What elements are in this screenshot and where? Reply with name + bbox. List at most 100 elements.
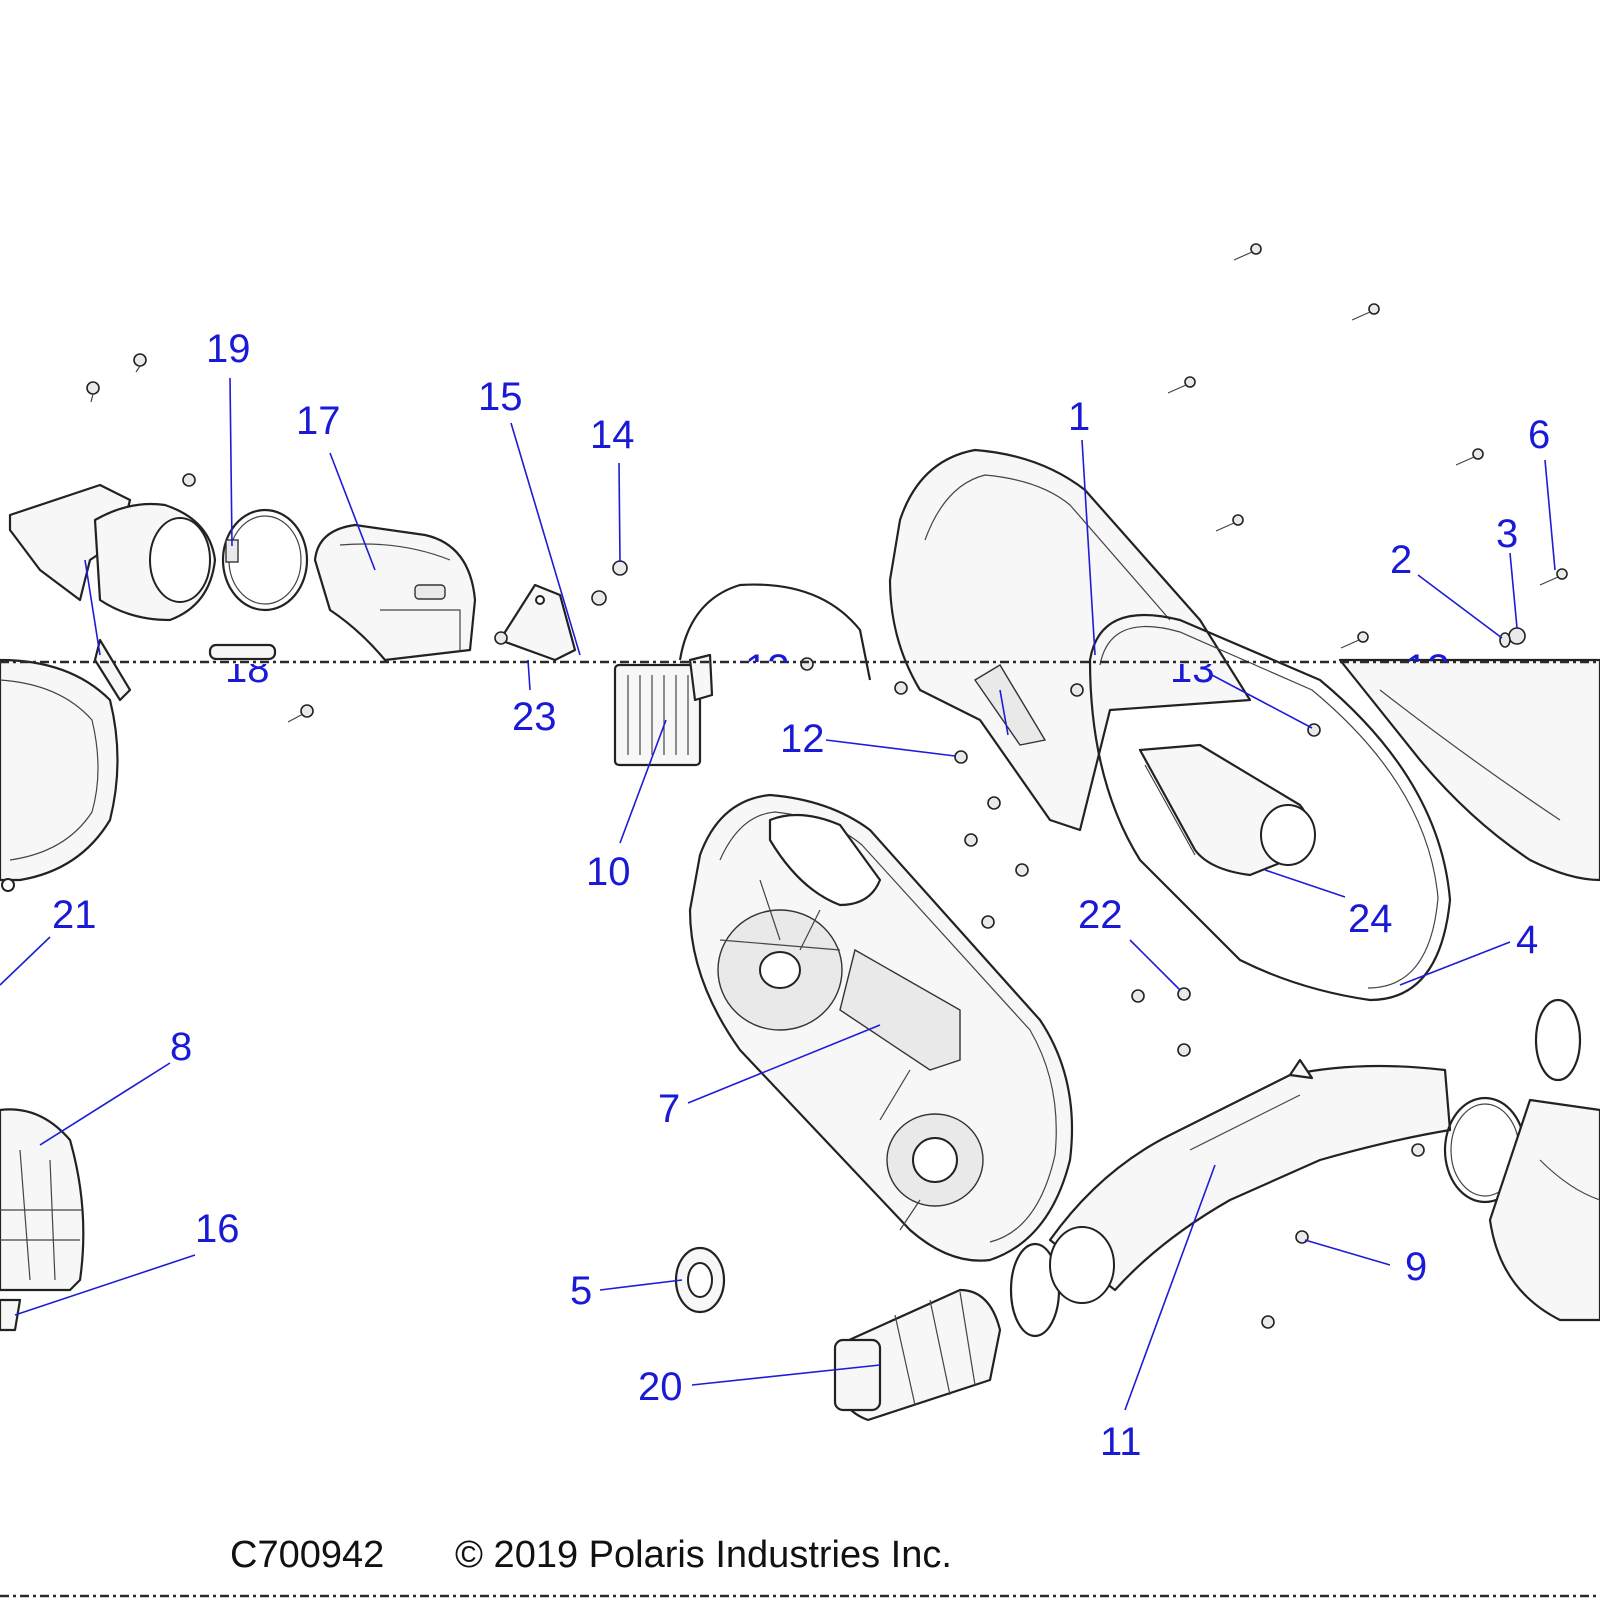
leader-22 [1129,939,1181,991]
left-housing-partial [0,658,119,892]
leader-13-right [1209,673,1313,729]
leader-20 [691,1364,881,1386]
callout-8: 8 [170,1025,192,1069]
callout-10: 10 [586,850,631,894]
callout-labels: 1 2 3 4 5 6 7 8 9 10 11 12 14 15 16 17 1… [52,327,1550,1464]
leader-15 [510,422,581,656]
callout-16: 16 [195,1207,240,1251]
screw [1455,448,1484,466]
leader-14 [618,462,621,563]
screw [1233,243,1262,261]
leader-16 [14,1254,196,1316]
part-18-bracket [8,483,277,702]
callout-13-right: 13 [1170,647,1215,691]
leader-7 [687,1024,881,1104]
leader-8 [39,1062,171,1146]
leader-lines [0,377,1556,1411]
part-10-grille-and-cable [613,583,872,767]
right-housing-partial [1338,658,1600,882]
bolt [287,704,314,723]
part-24-funnel [1138,743,1316,877]
bolt [86,381,100,403]
part-20-intake-duct [833,1242,1061,1422]
leader-6 [1544,459,1556,571]
part-11-long-duct [1048,1058,1452,1304]
leader-23 [527,659,531,691]
bolt [1261,1315,1275,1329]
bolt [954,750,968,764]
right-lower-clamps [1443,998,1600,1322]
callout-20: 20 [638,1365,683,1409]
callout-7: 7 [658,1087,680,1131]
callout-13-far-right: 13 [1405,647,1450,691]
bolt [1307,723,1321,737]
callout-23: 23 [512,695,557,739]
part-16-fitting [0,1298,22,1332]
bolt [987,796,1001,810]
part-1-outer-cover [888,448,1252,832]
bolt [1131,989,1145,1003]
bolt [133,353,147,373]
callout-21: 21 [52,893,97,937]
callout-11: 11 [1100,1420,1142,1464]
leader-1 [1081,439,1096,656]
leader-5 [599,1279,683,1291]
bolt [964,833,978,847]
screw [1167,376,1196,394]
bolt [894,681,908,695]
drawing-code: C700942 [230,1534,384,1576]
part-17-elbow-duct [313,523,477,662]
leader-2 [1417,574,1503,639]
leader-9 [1304,1239,1391,1266]
callout-3: 3 [1496,512,1518,556]
part-5-washer [674,1246,726,1314]
callout-19: 19 [206,327,251,371]
screw [1539,568,1568,586]
leader-4 [1399,941,1511,986]
leader-17 [329,452,376,571]
bolt [1177,987,1191,1001]
bolt [1070,683,1084,697]
callout-14: 14 [590,413,635,457]
callout-18: 18 [225,647,270,691]
leader-12 [825,739,956,757]
bolt [1015,863,1029,877]
part-15-23-bracket [498,583,577,662]
leader-1b [999,689,1009,736]
leader-18 [84,559,101,656]
callout-17: 17 [296,399,341,443]
part-19-duct-and-clamp [93,502,309,622]
screw [1215,514,1244,532]
part-4-seal [1088,613,1452,1002]
callout-6: 6 [1528,413,1550,457]
callout-12: 12 [780,717,825,761]
bolt [1295,1230,1309,1244]
leader-24 [1264,869,1346,898]
callout-22: 22 [1078,893,1123,937]
bolt [1177,1043,1191,1057]
part-8-airbox [0,1108,85,1292]
leader-10 [619,719,667,844]
bolt [591,590,607,606]
nut [1508,627,1526,645]
leader-21 [0,936,51,986]
screw [1340,631,1369,649]
bolt [1411,1143,1425,1157]
bolt [800,657,814,671]
leader-3 [1509,552,1518,629]
callout-24: 24 [1348,897,1393,941]
leader-19 [229,377,233,547]
callout-9: 9 [1405,1245,1427,1289]
bolt [182,473,196,487]
callout-2: 2 [1390,538,1412,582]
washer-small [1499,632,1511,648]
callout-4: 4 [1516,918,1538,962]
leader-11 [1124,1164,1216,1411]
copyright-notice: © 2019 Polaris Industries Inc. [455,1534,952,1576]
callout-5: 5 [570,1269,592,1313]
screw [1351,303,1380,321]
bolt [494,631,508,645]
callout-1: 1 [1068,395,1090,439]
part-7-inner-cover [688,793,1074,1262]
